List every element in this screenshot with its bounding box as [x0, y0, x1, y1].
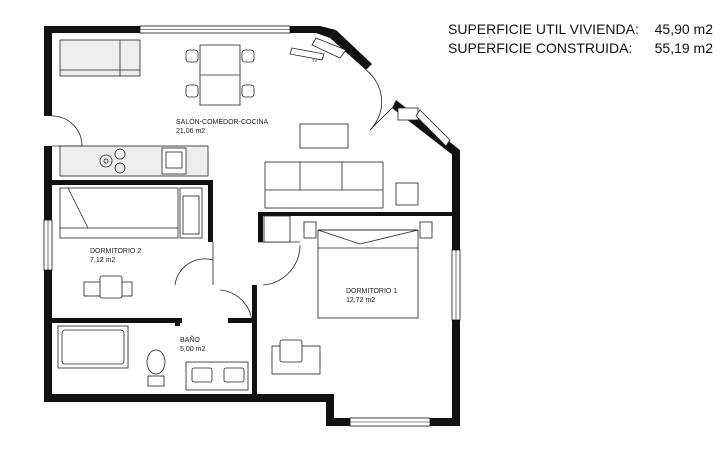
- dormitorio-1-furniture: [263, 215, 433, 375]
- tv-label: TV: [312, 58, 317, 63]
- built-surface-row: SUPERFICIE CONSTRUIDA: 55,19 m2: [448, 39, 713, 58]
- room-area-bano: 5,00 m2: [180, 346, 205, 353]
- room-area-dormitorio-2: 7,12 m2: [90, 257, 115, 264]
- room-area-salon: 21,06 m2: [176, 128, 205, 135]
- room-area-dormitorio-1: 12,72 m2: [346, 297, 375, 304]
- living-furniture: [264, 107, 451, 209]
- hob-burner-icon: [99, 154, 113, 168]
- room-name-bano: BAÑO: [180, 335, 200, 344]
- built-surface-label: SUPERFICIE CONSTRUIDA:: [448, 40, 633, 56]
- tv-unit: TV: [289, 37, 347, 63]
- interior-walls: [52, 180, 452, 395]
- surface-summary: SUPERFICIE UTIL VIVIENDA: 45,90 m2 SUPER…: [448, 20, 713, 58]
- coffee-table: [299, 123, 349, 149]
- bed-double: [317, 229, 419, 319]
- toilet-icon: [146, 349, 166, 375]
- room-name-salon: SALÓN-COMEDOR-COCINA: [176, 117, 269, 126]
- dormitorio-2-furniture: [59, 187, 203, 299]
- sofa: [264, 161, 384, 209]
- wardrobe-1: [263, 215, 291, 243]
- util-surface-value: 45,90 m2: [654, 21, 713, 37]
- armchair: [395, 182, 419, 206]
- room-labels: SALÓN-COMEDOR-COCINA 21,06 m2 DORMITORIO…: [90, 117, 397, 353]
- room-name-dormitorio-2: DORMITORIO 2: [90, 248, 141, 255]
- kitchen-furniture: [59, 39, 209, 177]
- bath-furniture: [57, 325, 249, 391]
- bed-single: [59, 187, 179, 239]
- util-surface-row: SUPERFICIE UTIL VIVIENDA: 45,90 m2: [448, 20, 713, 39]
- dining-table: [185, 44, 255, 106]
- util-surface-label: SUPERFICIE UTIL VIVIENDA:: [448, 21, 639, 37]
- built-surface-value: 55,19 m2: [654, 40, 713, 56]
- room-name-dormitorio-1: DORMITORIO 1: [346, 288, 397, 295]
